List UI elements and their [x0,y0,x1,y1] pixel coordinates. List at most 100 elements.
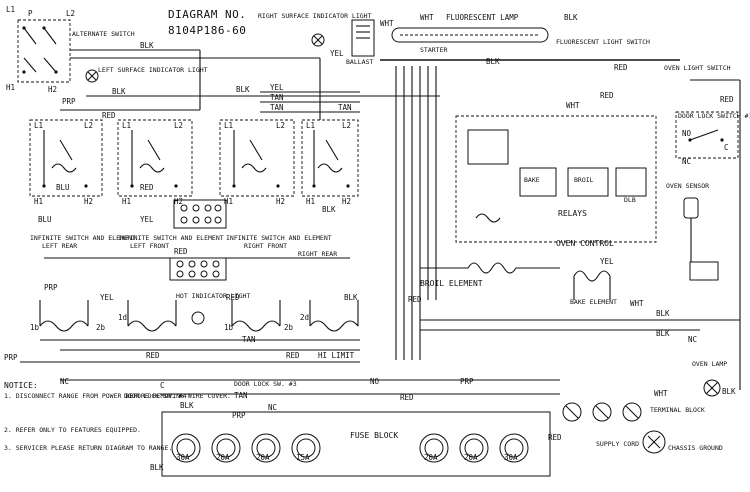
sw2-l1: L1 [122,121,131,130]
starter-label: STARTER [420,46,447,54]
infinite-switch-right-front-pos: RIGHT FRONT [244,242,287,250]
wire-tan-door: TAN [234,391,248,400]
dlb-relay-label: DLB [624,196,636,204]
element2-1d: 1d [118,313,127,322]
infinite-switch-box-left-rear [29,119,103,197]
wire-wht-relay: WHT [566,101,580,110]
sw3-h1: H1 [224,197,233,206]
fuse-left-1 [171,433,201,463]
wire-blk-element4: BLK [344,293,358,302]
door-lock-sw-4-label: DOOR LOCK SW. #4 [124,392,187,400]
wire-blk-right: BLK [236,85,250,94]
element3-1b: 1b [224,323,234,332]
infinite-switch-box-left-front [117,119,193,197]
sw1-h2: H2 [84,197,93,206]
fuse-block-label: FUSE BLOCK [350,431,398,440]
wire-yel-bake: YEL [600,257,614,266]
infinite-switch-left-rear-pos: LEFT REAR [42,242,77,250]
terminal-h2-label: H2 [48,85,57,94]
wire-red-door: RED [400,393,414,402]
wire-blk-indicator: BLK [112,87,126,96]
sw2-l2: L2 [174,121,183,130]
infinite-switch-left-rear-name: INFINITE SWITCH AND ELEMENT [30,234,136,242]
left-surface-indicator-label: LEFT SURFACE INDICATOR LIGHT [98,66,208,74]
door-lock-sw-3-label: DOOR LOCK SW. #3 [234,380,297,388]
wire-yel-element2: YEL [100,293,114,302]
element-left-rear [39,300,89,332]
oven-sensor [683,197,719,281]
bake-relay-label: BAKE [524,176,540,184]
fuse-left-4-rating: 15A [296,453,310,462]
terminal-p-label: P [28,9,33,18]
notice-title: NOTICE: [4,381,38,390]
door-lock3-no: NO [370,377,380,386]
wire-yel-mid: YEL [140,215,154,224]
bake-element [573,270,611,300]
wire-yel-right: YEL [270,83,284,92]
oven-control [455,115,657,243]
supply-cord-label: SUPPLY CORD [596,440,639,448]
chassis-ground-label: CHASSIS GROUND [668,444,723,452]
element3-2b: 2b [284,323,294,332]
wire-red-broil: RED [408,295,422,304]
terminal-block [562,402,642,422]
infinite-switch-left-front-name: INFINITE SWITCH AND ELEMENT [118,234,224,242]
wire-prp-element1: PRP [44,283,58,292]
fluorescent-switch-label: FLUORESCENT LIGHT SWITCH [556,38,650,46]
sw1-h1: H1 [34,197,43,206]
wire-blk-oven-lamp: BLK [722,387,736,396]
sw4-l1: L1 [306,121,315,130]
wire-red-door-lock: RED [720,95,734,104]
fuse-right-3-rating: 30A [504,453,518,462]
hot-indicator-block [169,257,227,325]
alternate-switch-label: ALTERNATE SWITCH [72,30,135,38]
wire-tan-right-1: TAN [270,93,284,102]
fuse-left-3 [251,433,281,463]
fuse-right-1-rating: 20A [424,453,438,462]
wire-red-fuse: RED [548,433,562,442]
element1-1b: 1b [30,323,40,332]
sw4-l2: L2 [342,121,351,130]
oven-sensor-label: OVEN SENSOR [666,182,709,190]
fuse-left-4 [291,433,321,463]
sw3-h2: H2 [276,197,285,206]
element-left-front [127,300,177,332]
fuse-right-2-rating: 20A [464,453,478,462]
sw4-h1: H1 [306,197,315,206]
infinite-switch-box-right-front [219,119,295,197]
sw1-l1: L1 [34,121,43,130]
wire-wht-lamp: WHT [420,13,434,22]
element-right-rear [309,300,359,332]
ballast [351,19,375,57]
wire-red-element-row: RED [174,247,188,256]
chassis-ground [642,430,666,454]
wire-blk-fuse: BLK [150,463,164,472]
sw2-h2: H2 [174,197,183,206]
ballast-label: BALLAST [346,58,373,66]
sw1-l2: L2 [84,121,93,130]
sw3-l1: L1 [224,121,233,130]
wire-blk-sw4: BLK [322,205,336,214]
fluorescent-lamp [391,27,549,43]
wire-prp-bottom: PRP [4,353,18,362]
wire-blk-top: BLK [140,41,154,50]
wire-blu-lower: BLU [38,215,52,224]
door-lock1-no: NO [682,129,692,138]
notice-item-3: 3. SERVICER PLEASE RETURN DIAGRAM TO RAN… [4,444,172,452]
infinite-switch-box-right-rear [301,119,359,197]
wire-wht-right: WHT [630,299,644,308]
terminal-block-label: TERMINAL BLOCK [650,406,705,414]
infinite-switch-right-rear-pos: RIGHT REAR [298,250,337,258]
wire-tan-right-2: TAN [270,103,284,112]
fuse-right-3 [499,433,529,463]
wire-tan-right-3: TAN [338,103,352,112]
hi-limit-label: HI LIMIT [318,351,355,360]
wire-blk-right-run-2: BLK [656,329,670,338]
wire-blk-lamp: BLK [564,13,578,22]
element1-2b: 2b [96,323,106,332]
door-lock1-nc: NC [682,157,691,166]
wire-blk-right-run-1: BLK [656,309,670,318]
oven-lamp [703,379,721,397]
wire-prp-door: PRP [460,377,474,386]
